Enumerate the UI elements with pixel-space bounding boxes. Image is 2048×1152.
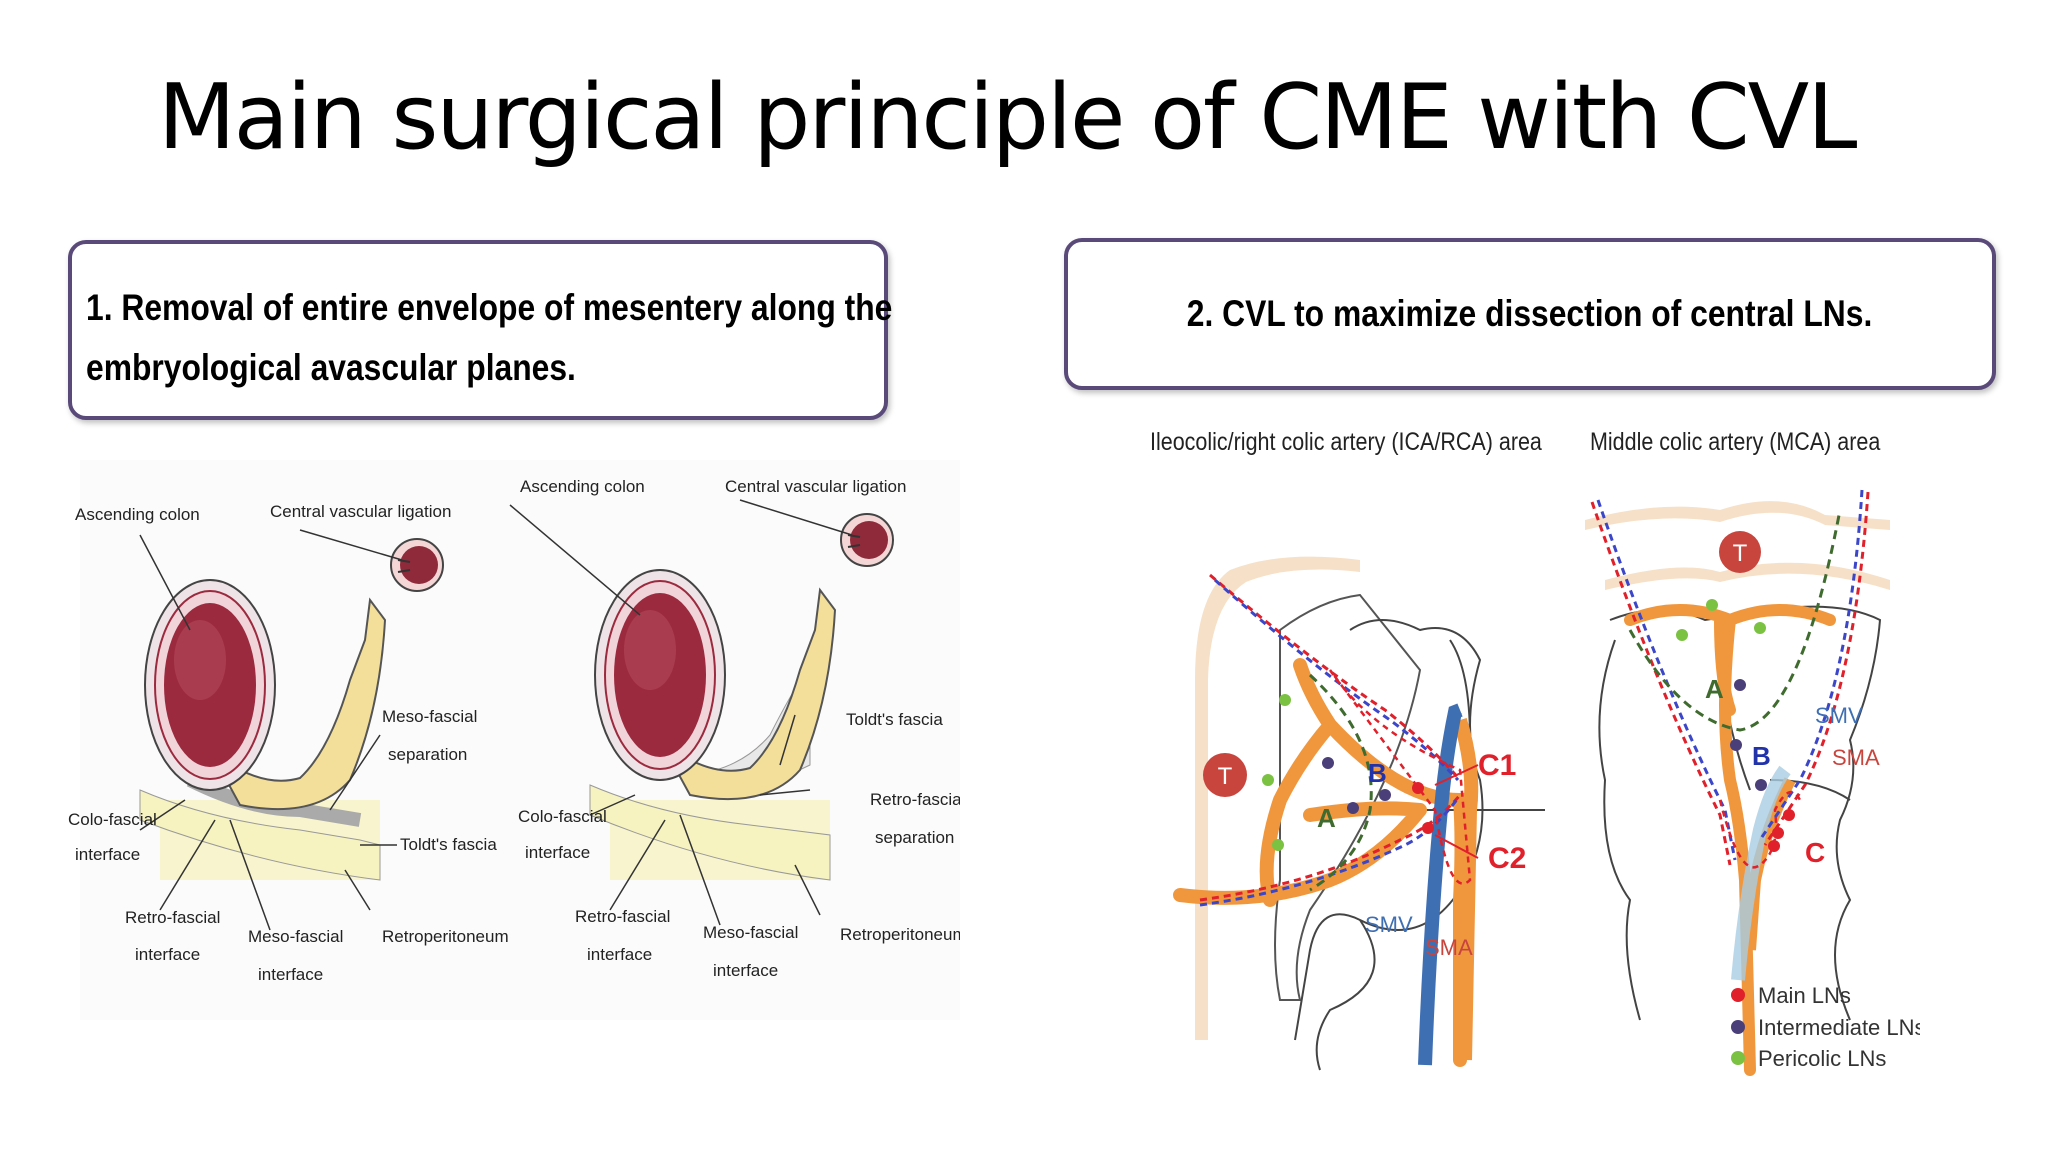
label-meso-fascial-b-2: interface xyxy=(713,961,778,980)
label-retro-sep-b-2: separation xyxy=(875,828,954,847)
panel-a-illustration xyxy=(139,529,444,931)
mca-sma-label: SMA xyxy=(1832,745,1880,770)
panel-b-illustration xyxy=(509,499,894,926)
label-toldts-b: Toldt's fascia xyxy=(846,710,943,729)
mca-smv-label: SMV xyxy=(1815,703,1863,728)
ica-zone-a-label: A xyxy=(1317,803,1336,833)
label-meso-fascial-a-1: Meso-fascial xyxy=(248,927,343,946)
label-toldts-a: Toldt's fascia xyxy=(400,835,497,854)
ica-tumor-label: T xyxy=(1218,763,1233,790)
label-retroperitoneum-b: Retroperitoneum xyxy=(840,925,960,944)
ica-panel: T B A C1 C2 SMV SMA xyxy=(1173,556,1545,1071)
principle-1-line-2: embryological avascular planes. xyxy=(86,347,576,388)
ica-area-label: Ileocolic/right colic artery (ICA/RCA) a… xyxy=(1150,428,1542,456)
label-ascending-colon-b: Ascending colon xyxy=(520,477,645,496)
legend-intermediate-ln-dot xyxy=(1731,1020,1745,1034)
label-retro-sep-b-1: Retro-fascial xyxy=(870,790,960,809)
mca-zone-a-label: A xyxy=(1705,674,1724,704)
ica-sma-label: SMA xyxy=(1425,935,1473,960)
ica-c1-label: C1 xyxy=(1478,749,1516,782)
label-retro-fascial-a-2: interface xyxy=(135,945,200,964)
mesentery-cross-section-figure: Ascending colon Central vascular ligatio… xyxy=(68,460,960,1020)
principle-2-text: 2. CVL to maximize dissection of central… xyxy=(1187,293,1873,334)
mca-area-label: Middle colic artery (MCA) area xyxy=(1590,428,1881,456)
lymph-node-legend: Main LNs Intermediate LNs Pericolic LNs xyxy=(1731,983,1920,1071)
mca-zone-c-label: C xyxy=(1805,837,1825,868)
label-retroperitoneum-a: Retroperitoneum xyxy=(382,927,509,946)
label-meso-fascial-b-1: Meso-fascial xyxy=(703,923,798,942)
label-ascending-colon-a: Ascending colon xyxy=(75,505,200,524)
label-colo-fascial-a-2: interface xyxy=(75,845,140,864)
mca-tumor-label: T xyxy=(1733,540,1748,567)
label-meso-fascial-a-2: interface xyxy=(258,965,323,984)
principle-1-line-1: 1. Removal of entire envelope of mesente… xyxy=(86,287,893,328)
label-meso-sep-a-1: Meso-fascial xyxy=(382,707,477,726)
principle-1-box: 1. Removal of entire envelope of mesente… xyxy=(68,240,892,420)
label-colo-fascial-b-2: interface xyxy=(525,843,590,862)
label-central-ligation-b: Central vascular ligation xyxy=(725,477,906,496)
label-retro-fascial-a-1: Retro-fascial xyxy=(125,908,220,927)
lymph-node-zone-figure: T B A C1 C2 SMV SMA T xyxy=(1173,489,1920,1076)
legend-pericolic-ln-dot xyxy=(1731,1051,1745,1065)
label-colo-fascial-a-1: Colo-fascial xyxy=(68,810,157,829)
legend-main-ln-dot xyxy=(1731,988,1745,1002)
label-retro-fascial-b-1: Retro-fascial xyxy=(575,907,670,926)
label-colo-fascial-b-1: Colo-fascial xyxy=(518,807,607,826)
ica-c2-label: C2 xyxy=(1488,842,1526,875)
legend-intermediate-ln: Intermediate LNs xyxy=(1758,1015,1920,1040)
legend-main-ln: Main LNs xyxy=(1758,983,1851,1008)
label-central-ligation-a: Central vascular ligation xyxy=(270,502,451,521)
legend-pericolic-ln: Pericolic LNs xyxy=(1758,1046,1886,1071)
ica-zone-b-label: B xyxy=(1368,758,1387,788)
label-meso-sep-a-2: separation xyxy=(388,745,467,764)
label-retro-fascial-b-2: interface xyxy=(587,945,652,964)
mca-panel: T A B C SMV SMA xyxy=(1585,489,1890,1076)
ica-smv-label: SMV xyxy=(1365,912,1413,937)
mca-zone-b-label: B xyxy=(1752,741,1771,771)
principle-2-box: 2. CVL to maximize dissection of central… xyxy=(1064,238,1996,390)
slide-title: Main surgical principle of CME with CVL xyxy=(158,65,1857,170)
